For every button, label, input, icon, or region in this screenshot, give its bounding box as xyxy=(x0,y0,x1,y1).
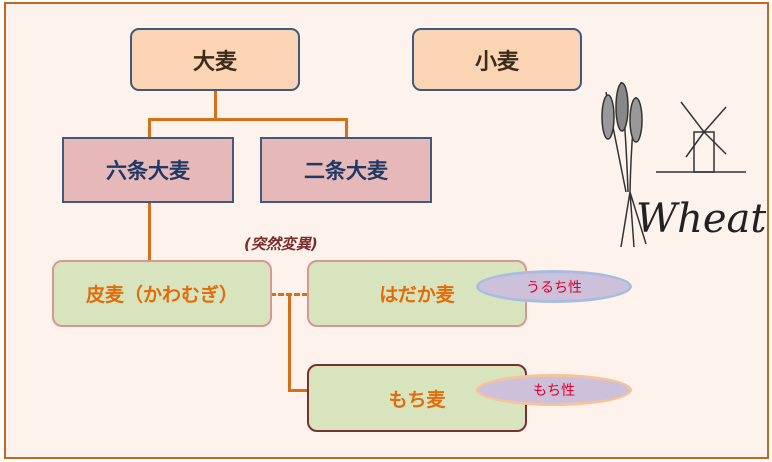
connector xyxy=(214,90,217,120)
node-barley: 大麦 xyxy=(130,28,300,91)
tag-non-waxy: うるち性 xyxy=(476,270,632,303)
connector xyxy=(288,389,308,392)
connector xyxy=(288,293,291,392)
node-six-row-barley: 六条大麦 xyxy=(62,137,234,203)
wheat-logo-text: Wheat xyxy=(636,196,766,242)
tag-waxy: もち性 xyxy=(476,374,632,406)
node-hulled-barley: 皮麦（かわむぎ） xyxy=(52,260,272,327)
node-waxy-barley: もち麦 xyxy=(307,364,527,432)
diagram-frame: 大麦 小麦 六条大麦 二条大麦 (突然変異) 皮麦（かわむぎ） はだか麦 もち麦… xyxy=(4,2,769,459)
connector xyxy=(345,118,348,140)
connector xyxy=(148,118,348,121)
connector xyxy=(148,202,151,262)
mutation-label: (突然変異) xyxy=(244,235,318,253)
connector xyxy=(148,118,151,140)
node-wheat: 小麦 xyxy=(412,28,582,91)
wheat-windmill-illustration: Wheat xyxy=(601,81,766,248)
node-two-row-barley: 二条大麦 xyxy=(260,137,432,203)
